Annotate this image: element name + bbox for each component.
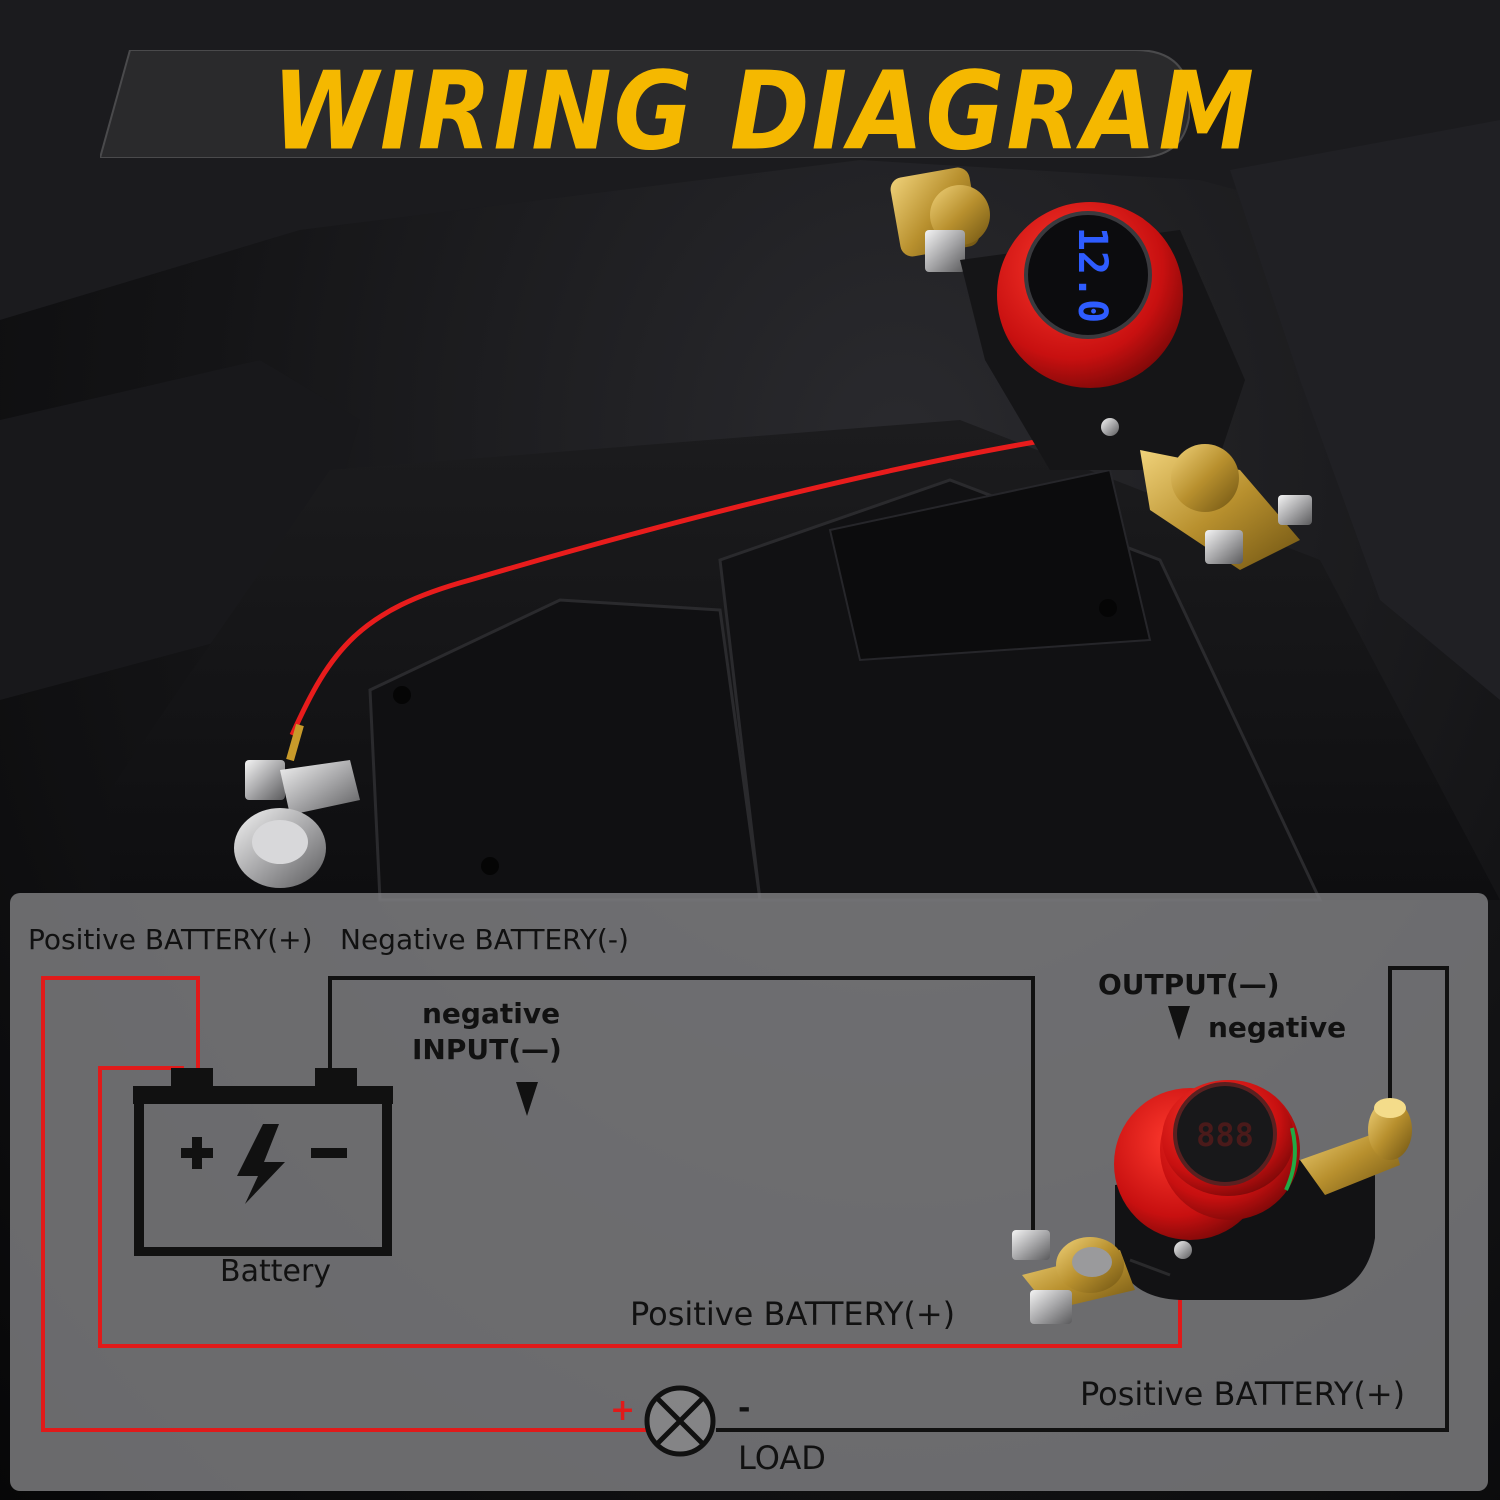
label-positive-battery-right: Positive BATTERY(+) [1080,1375,1406,1413]
positive-wire-to-switch [98,1066,1182,1348]
label-load: LOAD [738,1439,826,1477]
cover-hole [1099,599,1117,617]
battery-disconnect-switch-icon: 888 [1012,1080,1412,1324]
label-positive-battery-mid: Positive BATTERY(+) [630,1295,956,1333]
label-negative-input-line2: INPUT(—) [412,1033,562,1066]
engine-bay-right [1230,120,1500,700]
battery-cover-panel [828,468,1152,662]
cover-hole [393,686,411,704]
load-lamp-icon [644,1385,716,1457]
page-title: WIRING DIAGRAM [272,49,1257,175]
battery-disconnect-switch-photo: 12.0 [890,167,1312,570]
battery-icon [133,1068,393,1256]
input-arrow-icon [516,1082,538,1116]
negative-terminal-clamp [234,760,360,888]
label-negative-battery-top: Negative BATTERY(-) [340,923,629,956]
label-output-line2: negative [1208,1011,1347,1044]
switch-display: 888 [1196,1116,1254,1154]
load-plus-sign: + [610,1393,636,1428]
label-output-line1: OUTPUT(—) [1098,968,1280,1001]
sense-wire [289,427,1111,737]
cover-hole [481,857,499,875]
negative-output-wire [716,966,1449,1432]
output-arrow-icon [1168,1006,1190,1040]
negative-input-wire [328,976,1035,1250]
label-negative-input-line1: negative [422,997,561,1030]
load-minus-sign: - [738,1391,751,1426]
label-battery: Battery [220,1254,332,1289]
voltage-display: 12.0 [1069,227,1115,323]
wire-ring-terminal [286,723,304,762]
positive-wire-to-load [41,976,646,1432]
label-positive-battery-top: Positive BATTERY(+) [28,923,313,956]
battery-vent-cover-left [368,598,762,902]
